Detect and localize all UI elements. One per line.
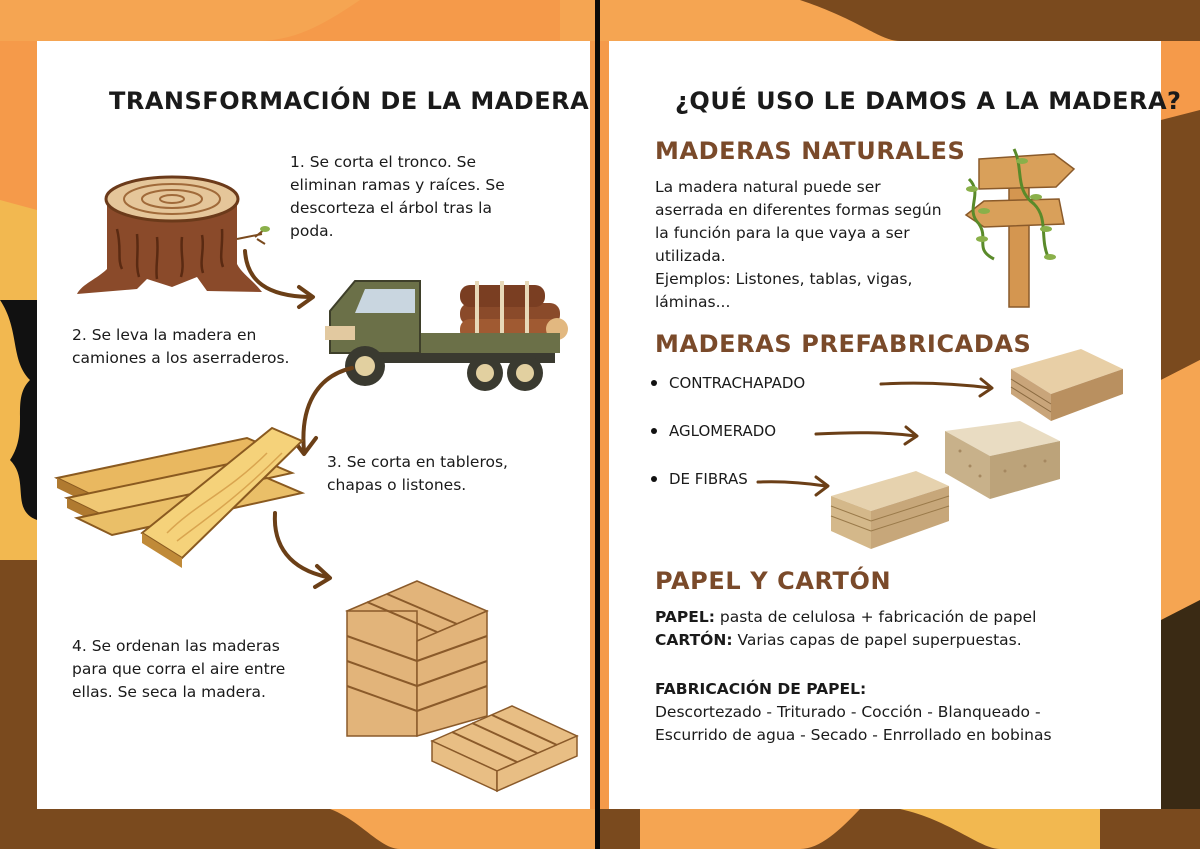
natural-wood-examples: Ejemplos: Listones, tablas, vigas, lámin…	[655, 270, 913, 311]
natural-wood-description: La madera natural puede ser aserrada en …	[655, 178, 942, 265]
bullet-icon	[651, 379, 657, 386]
paper-process: FABRICACIÓN DE PAPEL: Descortezado - Tri…	[655, 678, 1095, 747]
process-line-2: Escurrido de agua - Secado - Enrrollado …	[655, 726, 1052, 744]
plywood-board-image	[1010, 349, 1123, 421]
wooden-signpost-image	[964, 148, 1076, 308]
prefab-item-label: CONTRACHAPADO	[669, 374, 806, 392]
step-2-text: 2. Se leva la madera en camiones a los a…	[72, 326, 290, 367]
cardboard-label: CARTÓN:	[655, 631, 733, 649]
prefab-item-label: DE FIBRAS	[669, 470, 748, 488]
arrow-icon	[814, 425, 919, 446]
arrow-icon	[243, 249, 315, 309]
process-line-1: Descortezado - Triturado - Cocción - Bla…	[655, 703, 1041, 721]
chipboard-board-image	[945, 421, 1060, 499]
pallets-stack-image	[345, 580, 579, 793]
cardboard-text: Varias capas de papel superpuestas.	[732, 631, 1022, 649]
wood-planks-image	[53, 426, 306, 568]
prefab-item-contrachapado: CONTRACHAPADO	[651, 374, 805, 392]
prefab-wood-heading: MADERAS PREFABRICADAS	[655, 330, 1032, 358]
arrow-icon	[756, 475, 830, 497]
paper-definition: PAPEL: pasta de celulosa + fabricación d…	[655, 606, 1075, 652]
paper-text: pasta de celulosa + fabricación de papel	[714, 608, 1037, 626]
paper-label: PAPEL:	[655, 608, 715, 626]
bullet-icon	[651, 427, 657, 434]
page-divider	[595, 0, 600, 849]
step-1-text: 1. Se corta el tronco. Se eliminan ramas…	[290, 153, 505, 240]
step-4-text: 4. Se ordenan las maderas para que corra…	[72, 637, 286, 701]
right-title: ¿QUÉ USO LE DAMOS A LA MADERA?	[675, 87, 1182, 115]
arrow-icon	[879, 377, 994, 398]
right-panel: ¿QUÉ USO LE DAMOS A LA MADERA? MADERAS N…	[609, 41, 1181, 809]
bullet-icon	[651, 475, 657, 482]
step-3-text: 3. Se corta en tableros, chapas o liston…	[327, 453, 508, 494]
natural-wood-heading: MADERAS NATURALES	[655, 137, 966, 165]
left-title: TRANSFORMACIÓN DE LA MADERA	[109, 87, 590, 115]
prefab-item-de-fibras: DE FIBRAS	[651, 470, 748, 488]
paper-heading: PAPEL Y CARTÓN	[655, 567, 892, 595]
fiberboard-image	[830, 471, 950, 549]
logging-truck-image	[325, 280, 568, 391]
prefab-item-label: AGLOMERADO	[669, 422, 777, 440]
natural-wood-text: La madera natural puede ser aserrada en …	[655, 176, 945, 314]
process-heading: FABRICACIÓN DE PAPEL:	[655, 680, 867, 698]
prefab-item-aglomerado: AGLOMERADO	[651, 422, 776, 440]
tree-stump-image	[77, 175, 270, 294]
arrow-icon	[272, 511, 332, 589]
left-panel: TRANSFORMACIÓN DE LA MADERA 1. Se corta …	[37, 41, 590, 809]
